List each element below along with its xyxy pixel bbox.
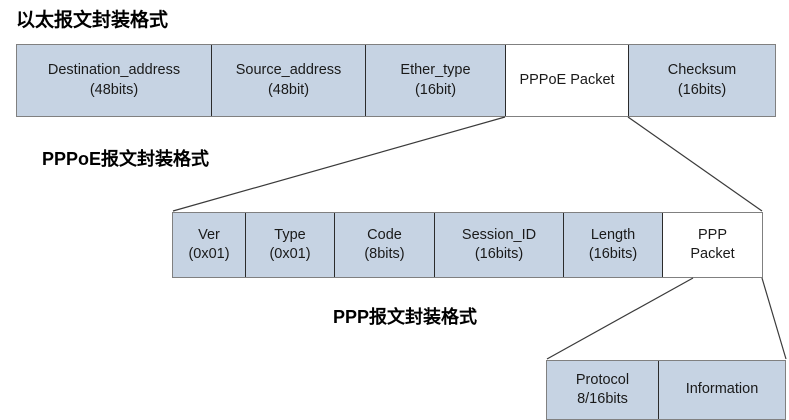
connector-pppoe-to-ppp-right <box>761 277 787 360</box>
field-source-address-name: Source_address <box>235 62 342 79</box>
field-ppp-packet-name-line1: PPP <box>697 226 727 243</box>
connector-pppoe-to-ppp-left <box>546 277 694 360</box>
field-session-id: Session_ID (16bits) <box>435 213 564 277</box>
field-protocol-size: 8/16bits <box>577 391 628 407</box>
field-ver: Ver (0x01) <box>173 213 246 277</box>
field-code: Code (8bits) <box>335 213 435 277</box>
field-source-address-size: (48bit) <box>267 81 310 98</box>
field-destination-address: Destination_address (48bits) <box>17 45 212 116</box>
field-ether-type: Ether_type (16bit) <box>366 45 506 116</box>
field-session-id-size: (16bits) <box>474 246 524 262</box>
field-checksum-name: Checksum <box>667 62 737 79</box>
field-type: Type (0x01) <box>246 213 335 277</box>
field-ether-type-size: (16bit) <box>414 81 457 98</box>
field-checksum: Checksum (16bits) <box>629 45 775 116</box>
field-protocol: Protocol 8/16bits <box>547 361 659 419</box>
field-session-id-name: Session_ID <box>461 226 537 243</box>
heading-ppp-packet-format: PPP报文封装格式 <box>333 307 478 327</box>
connector-ethernet-to-pppoe-left <box>172 116 506 212</box>
field-length-size: (16bits) <box>588 246 638 262</box>
field-information: Information <box>659 361 785 419</box>
heading-ethernet-frame-format: 以太报文封装格式 <box>16 10 169 31</box>
field-ver-value: (0x01) <box>188 246 230 262</box>
field-ppp-packet: PPP Packet <box>663 213 762 277</box>
field-checksum-size: (16bits) <box>677 81 727 98</box>
field-source-address: Source_address (48bit) <box>212 45 366 116</box>
field-pppoe-packet-name: PPPoE Packet <box>519 71 615 88</box>
field-ether-type-name: Ether_type <box>400 62 471 79</box>
field-ver-name: Ver <box>198 226 220 243</box>
field-destination-address-name: Destination_address <box>47 62 181 79</box>
field-code-name: Code <box>367 226 402 243</box>
field-length: Length (16bits) <box>564 213 663 277</box>
pppoe-packet-row: Ver (0x01) Type (0x01) Code (8bits) Sess… <box>172 212 763 278</box>
ppp-packet-row: Protocol 8/16bits Information <box>546 360 786 420</box>
field-code-size: (8bits) <box>364 246 405 262</box>
field-type-name: Type <box>274 226 306 243</box>
connector-ethernet-to-pppoe-right <box>627 116 763 212</box>
field-ppp-packet-name-line2: Packet <box>690 246 735 262</box>
field-pppoe-packet: PPPoE Packet <box>506 45 629 116</box>
ethernet-frame-row: Destination_address (48bits) Source_addr… <box>16 44 776 117</box>
field-type-value: (0x01) <box>269 246 311 262</box>
heading-pppoe-packet-format: PPPoE报文封装格式 <box>42 149 210 169</box>
field-information-name: Information <box>685 381 759 398</box>
field-destination-address-size: (48bits) <box>89 81 139 98</box>
field-protocol-name: Protocol <box>575 371 630 388</box>
field-length-name: Length <box>590 226 636 243</box>
